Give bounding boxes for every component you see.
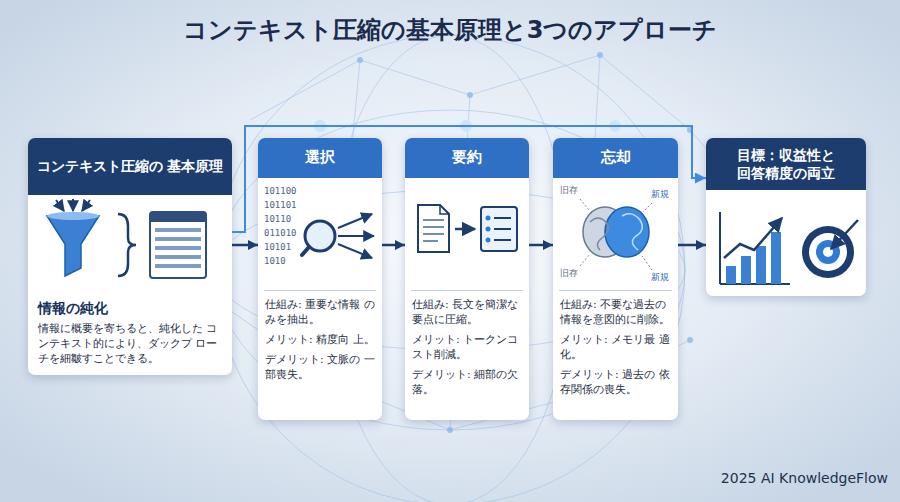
network-dot (687, 337, 693, 343)
text-line (423, 240, 438, 242)
watermark: 2025 AI KnowledgeFlow (721, 470, 888, 487)
list-line (494, 239, 511, 241)
flow-arrow (678, 244, 706, 247)
network-dot (357, 57, 363, 63)
approach-card: 要約仕組み: 長文を簡潔な 要点に圧縮。メリット: トークンコ スト削減。デメリ… (405, 138, 529, 420)
bullet (486, 227, 491, 232)
network-dot (447, 427, 453, 433)
card-heading: 情報の純化 (28, 300, 232, 318)
document-lines (423, 220, 444, 241)
document (418, 205, 449, 252)
table-header (150, 212, 206, 222)
list-line (494, 217, 511, 219)
network-dot (467, 92, 473, 98)
binary-digits: 10110 (264, 214, 291, 225)
funnel-rim (47, 212, 99, 220)
card-header: 忘却 (553, 138, 678, 178)
card-header: 要約 (405, 138, 529, 178)
bar (756, 246, 766, 284)
list-bullets (486, 216, 491, 243)
table-row (155, 246, 201, 250)
list-line (494, 228, 511, 230)
new-memory-label: 新規 (651, 272, 669, 283)
summarize-arrow (455, 228, 475, 231)
output-arrow (338, 235, 374, 237)
table-row (155, 228, 201, 232)
card-header: 目標：収益性と 回答精度の両立 (706, 138, 866, 190)
table-icon (150, 212, 206, 278)
old-memory-label: 旧存 (560, 268, 578, 279)
list-icon (481, 207, 517, 251)
network-line (215, 55, 760, 430)
card-point: デメリット: 文脈の 一部喪失。 (258, 353, 382, 383)
card-point: 仕組み: 不要な過去の 情報を意図的に削除。 (559, 290, 672, 328)
diagram-title: コンテキスト圧縮の基本原理と3つのアプローチ (0, 14, 900, 46)
table-row (155, 255, 201, 259)
card-header: 選択 (258, 138, 382, 178)
card-point: デメリット: 細部の欠 落。 (405, 368, 529, 398)
flow-arrow (382, 244, 405, 247)
network-dot (597, 52, 603, 58)
binary-digits: 10101 (264, 242, 291, 253)
card-header: コンテキスト圧縮の 基本原理 (28, 138, 232, 195)
input-arrow (72, 199, 74, 211)
brain-fold (590, 218, 608, 250)
text-line (423, 219, 444, 221)
text-line (423, 226, 444, 228)
bullet (486, 238, 491, 243)
network-globe (215, 35, 760, 502)
binary-digits: 1010 (264, 256, 286, 267)
chart-axis (719, 212, 721, 284)
binary-digits: 101100 (264, 186, 297, 197)
card-point: メリット: 精度向 上。 (258, 333, 382, 348)
flow-arrow (529, 244, 553, 247)
card-point: 仕組み: 長文を簡潔な 要点に圧縮。 (411, 290, 523, 328)
card-point: メリット: メモリ最 適化。 (553, 333, 678, 363)
binary-digits: 101101 (264, 200, 297, 211)
table-rows (155, 228, 201, 268)
card-point: 仕組み: 重要な情報 のみを抽出。 (264, 290, 376, 328)
card-point: メリット: トークンコ スト削減。 (405, 333, 529, 363)
bar (726, 266, 736, 284)
bar (771, 232, 781, 284)
bullet (486, 216, 491, 221)
old-memory-label: 旧存 (560, 185, 578, 196)
list-lines (494, 218, 511, 240)
card-point: デメリット: 過去の 依存関係の喪失。 (553, 368, 678, 398)
bar (741, 256, 751, 284)
card-description: 情報に概要を寄ちると、純化した コンテキスト的により、ダックプ ローチを細皺すこ… (28, 322, 232, 375)
approach-card: 選択仕組み: 重要な情報 のみを抽出。メリット: 精度向 上。デメリット: 文脈… (258, 138, 382, 420)
globe-outline (215, 35, 685, 502)
globe-line (215, 110, 685, 430)
table-frame (150, 212, 206, 278)
table-row (155, 264, 201, 268)
flow-arrow (232, 244, 258, 247)
binary-digits: 011010 (264, 228, 297, 239)
brain-new-half (605, 207, 649, 257)
new-memory-label: 新規 (651, 189, 669, 200)
text-line (423, 233, 444, 235)
table-row (155, 237, 201, 241)
brain-fold (622, 214, 642, 250)
